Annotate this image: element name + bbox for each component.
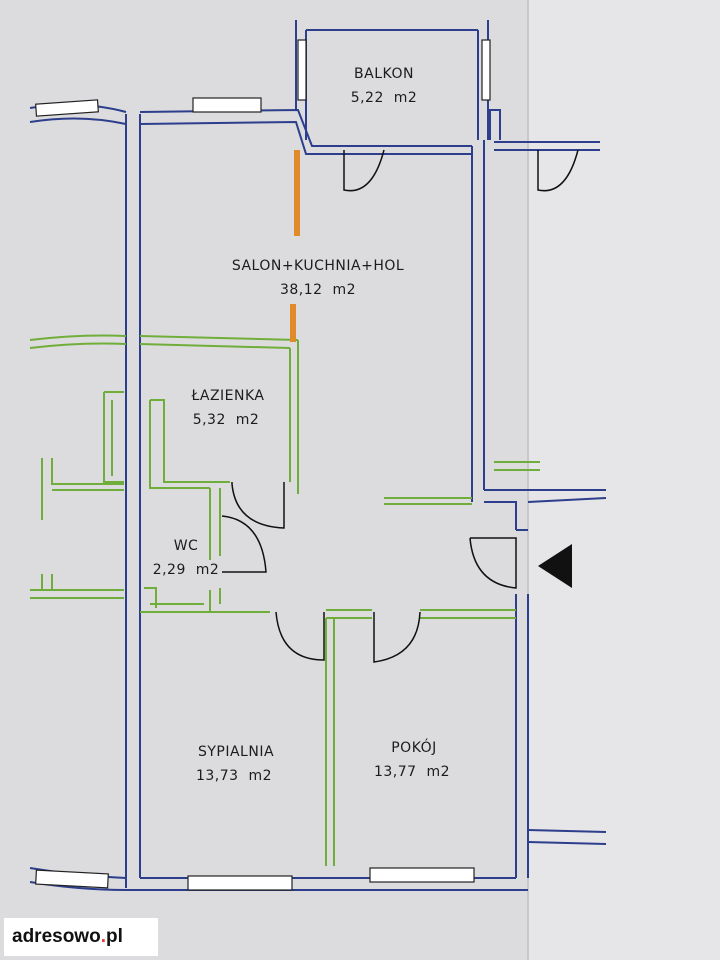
window-bottom-pokoj: [369, 867, 475, 883]
window-top-left: [35, 99, 99, 117]
door-lazienka: [231, 482, 285, 529]
door-balcony-2: [537, 149, 579, 192]
door-wc: [221, 515, 267, 573]
windows: [35, 39, 491, 891]
room-name-salon: SALON+KUCHNIA+HOL: [232, 258, 404, 274]
watermark-brand: adresowo: [12, 926, 101, 947]
entrance-arrow-icon: [538, 544, 572, 588]
watermark-dot: .: [100, 926, 106, 947]
room-area-sypialnia: 13,73 m2: [196, 768, 272, 784]
door-sypialnia: [275, 611, 325, 661]
room-area-salon: 38,12 m2: [280, 282, 356, 298]
door-entrance: [469, 537, 517, 589]
window-bottom-sypialnia: [187, 875, 293, 891]
room-name-pokoj: POKÓJ: [391, 738, 437, 756]
room-area-balkon: 5,22 m2: [351, 90, 418, 106]
door-pokoj: [373, 611, 421, 663]
window-balcony-right: [481, 39, 491, 101]
window-top: [192, 97, 262, 113]
orange-marker-upper: [294, 150, 300, 236]
watermark-tld: pl: [105, 926, 123, 947]
paper-fold-shadow: [528, 0, 720, 960]
room-name-balkon: BALKON: [354, 66, 414, 82]
room-area-lazienka: 5,32 m2: [193, 412, 260, 428]
room-name-wc: WC: [174, 538, 199, 554]
window-bottom-left: [35, 869, 109, 889]
watermark-logo: adresowo.pl: [4, 918, 158, 956]
room-name-sypialnia: SYPIALNIA: [198, 744, 274, 760]
room-area-wc: 2,29 m2: [153, 562, 220, 578]
partition-walls: [29, 334, 540, 866]
door-balcony: [343, 149, 385, 192]
room-name-lazienka: ŁAZIENKA: [191, 388, 265, 404]
room-area-pokoj: 13,77 m2: [374, 764, 450, 780]
doors: [221, 149, 579, 663]
orange-marker-lower: [290, 304, 296, 342]
window-balcony-left: [297, 39, 307, 101]
